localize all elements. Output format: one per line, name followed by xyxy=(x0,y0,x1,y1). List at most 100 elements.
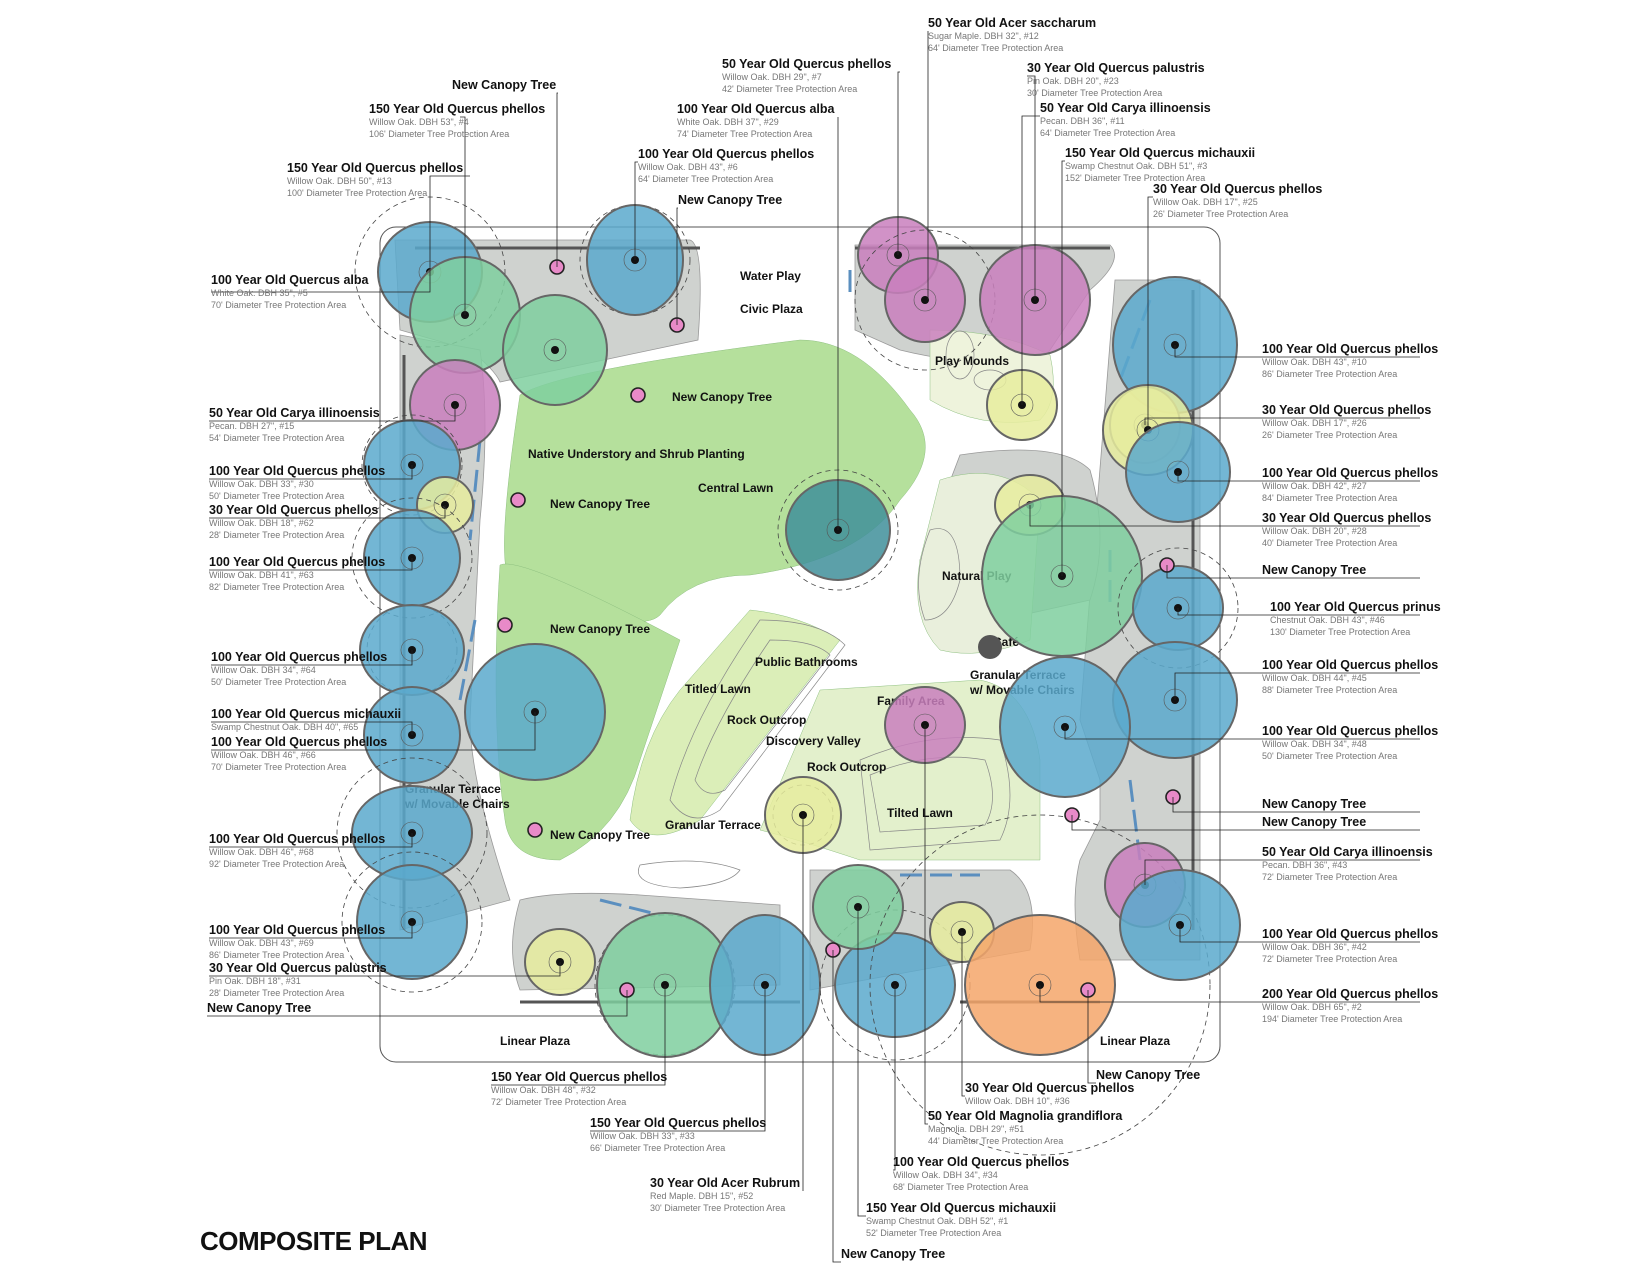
area-label-civic-plaza: Civic Plaza xyxy=(740,302,803,316)
callout-protection-area: 68' Diameter Tree Protection Area xyxy=(893,1182,1028,1192)
leader-line xyxy=(491,985,666,1086)
callout-protection-area: 72' Diameter Tree Protection Area xyxy=(1262,872,1397,882)
contour-1 xyxy=(669,619,846,819)
callout-title: 200 Year Old Quercus phellos xyxy=(1262,987,1438,1001)
callout-species: Willow Oak. DBH 17", #25 xyxy=(1153,197,1258,207)
tree-callout-L38: New Canopy Tree xyxy=(1096,1068,1200,1082)
tree-callout-L4: New Canopy Tree xyxy=(452,78,556,92)
callout-title: 100 Year Old Quercus phellos xyxy=(209,555,385,569)
leader-line xyxy=(1021,115,1040,405)
callout-title: 30 Year Old Acer Rubrum xyxy=(650,1176,800,1190)
callout-protection-area: 30' Diameter Tree Protection Area xyxy=(650,1203,785,1213)
leader-line xyxy=(1144,417,1420,425)
callout-protection-area: 30' Diameter Tree Protection Area xyxy=(1027,88,1162,98)
tree-3 xyxy=(502,294,608,406)
callout-title: 100 Year Old Quercus phellos xyxy=(1262,927,1438,941)
tree-protection-area xyxy=(579,204,691,316)
callout-species: Willow Oak. DBH 34", #64 xyxy=(211,665,316,675)
tree-callout-L12: New Canopy Tree xyxy=(678,193,782,207)
tree-callout-L29: New Canopy Tree xyxy=(1262,797,1366,811)
lawns xyxy=(495,329,1054,861)
callout-species: Willow Oak. DBH 43", #6 xyxy=(638,162,738,172)
new-canopy-tree-marker xyxy=(510,492,526,508)
area-label-new-canopy-c: New Canopy Tree xyxy=(550,622,650,636)
leader-line xyxy=(1061,160,1065,576)
callout-title: 100 Year Old Quercus phellos xyxy=(1262,724,1438,738)
callout-protection-area: 26' Diameter Tree Protection Area xyxy=(1153,209,1288,219)
leader-line xyxy=(209,833,413,848)
area-label-discovery-valley: Discovery Valley xyxy=(766,734,861,748)
callout-species: Willow Oak. DBH 36", #42 xyxy=(1262,942,1367,952)
leader-line xyxy=(1029,505,1420,527)
tree-25 xyxy=(854,229,996,371)
callout-title: 30 Year Old Quercus phellos xyxy=(1262,511,1431,525)
callout-species: Red Maple. DBH 15", #52 xyxy=(650,1191,753,1201)
leader-line xyxy=(924,725,928,1125)
callout-species: Pecan. DBH 36", #43 xyxy=(1262,860,1347,870)
callout-species: Pecan. DBH 27", #15 xyxy=(209,421,294,431)
callout-protection-area: 50' Diameter Tree Protection Area xyxy=(211,677,346,687)
callout-title: 100 Year Old Quercus phellos xyxy=(1262,342,1438,356)
callout-title: New Canopy Tree xyxy=(1262,563,1366,577)
new-canopy-tree-marker xyxy=(630,387,646,403)
callout-title: 30 Year Old Quercus phellos xyxy=(1262,403,1431,417)
leader-line xyxy=(961,932,965,1097)
leader-line xyxy=(209,922,413,939)
new-canopy-tree-marker xyxy=(527,822,543,838)
area-label-titled-lawn: Titled Lawn xyxy=(685,682,751,696)
leader-line xyxy=(857,907,866,1217)
callout-species: White Oak. DBH 37", #29 xyxy=(677,117,779,127)
callout-title: New Canopy Tree xyxy=(452,78,556,92)
callout-title: 150 Year Old Quercus phellos xyxy=(287,161,463,175)
callout-protection-area: 64' Diameter Tree Protection Area xyxy=(928,43,1063,53)
callout-protection-area: 26' Diameter Tree Protection Area xyxy=(1262,430,1397,440)
leader-line xyxy=(207,990,628,1017)
area-label-native-understory: Native Understory and Shrub Planting xyxy=(528,447,745,461)
callout-protection-area: 88' Diameter Tree Protection Area xyxy=(1262,685,1397,695)
area-label-linear-plaza-e: Linear Plaza xyxy=(1100,1034,1170,1048)
callout-title: 50 Year Old Carya illinoensis xyxy=(1040,101,1211,115)
area-label-new-canopy-a: New Canopy Tree xyxy=(672,390,772,404)
callout-protection-area: 72' Diameter Tree Protection Area xyxy=(491,1097,626,1107)
callout-protection-area: 194' Diameter Tree Protection Area xyxy=(1262,1014,1402,1024)
leader-line xyxy=(211,712,536,751)
callout-species: Pin Oak. DBH 18", #31 xyxy=(209,976,301,986)
callout-protection-area: 70' Diameter Tree Protection Area xyxy=(211,762,346,772)
area-label-linear-plaza-w: Linear Plaza xyxy=(500,1034,570,1048)
bench-s2 xyxy=(599,898,661,917)
callout-title: New Canopy Tree xyxy=(678,193,782,207)
callout-protection-area: 50' Diameter Tree Protection Area xyxy=(1262,751,1397,761)
callout-title: 50 Year Old Carya illinoensis xyxy=(209,406,380,420)
leader-lines xyxy=(207,31,1420,1263)
leader-line xyxy=(209,505,446,519)
area-label-water-play: Water Play xyxy=(740,269,801,283)
callout-species: Swamp Chestnut Oak. DBH 52", #1 xyxy=(866,1216,1008,1226)
callout-species: Willow Oak. DBH 44", #45 xyxy=(1262,673,1367,683)
leader-line xyxy=(211,721,413,735)
callout-title: 150 Year Old Quercus phellos xyxy=(590,1116,766,1130)
callout-title: New Canopy Tree xyxy=(1262,815,1366,829)
callout-protection-area: 54' Diameter Tree Protection Area xyxy=(209,433,344,443)
tree-callout-L30: New Canopy Tree xyxy=(1262,815,1366,829)
area-label-rock-outcrop-1: Rock Outcrop xyxy=(727,713,806,727)
tree-protection-area xyxy=(869,814,1211,1156)
callout-protection-area: 64' Diameter Tree Protection Area xyxy=(1040,128,1175,138)
area-label-tilted-lawn: Tilted Lawn xyxy=(887,806,953,820)
